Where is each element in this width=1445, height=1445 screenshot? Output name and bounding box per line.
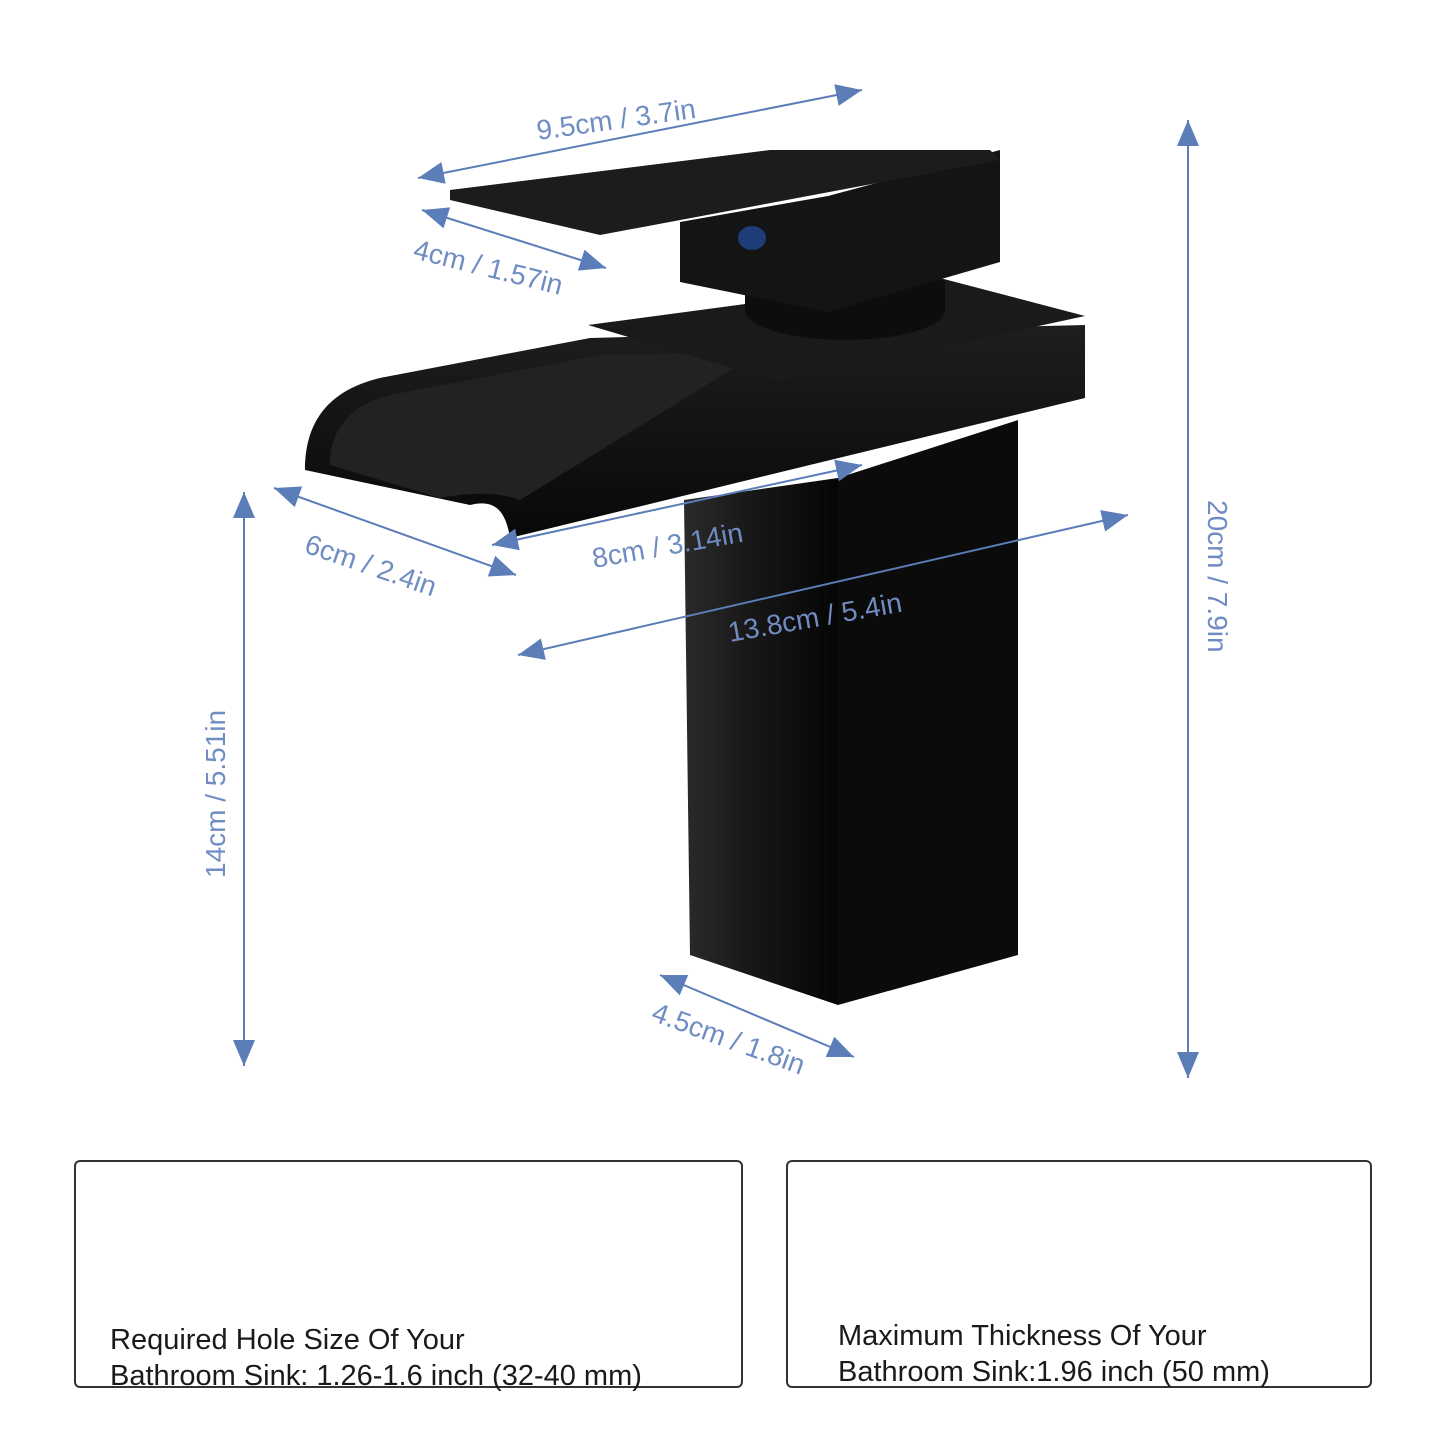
faucet-illustration [305, 150, 1085, 1005]
hole-size-box [74, 1160, 743, 1388]
handle-block [680, 150, 1000, 312]
dimension-lines [233, 84, 1199, 1078]
faucet-body-side [838, 420, 1018, 1005]
dim-label-base-width: 4.5cm / 1.8in [648, 997, 809, 1081]
handle-lever [450, 150, 1000, 235]
dim-arrow-spout-height [233, 492, 255, 1066]
dim-arrow-handle-length [417, 84, 863, 184]
faucet-body [684, 478, 838, 1005]
spout-channel [330, 352, 760, 500]
dim-label-spout-height: 14cm / 5.51in [200, 710, 231, 878]
dim-arrow-base-width [659, 974, 855, 1058]
sink-thickness-line1: Maximum Thickness Of Your [838, 1320, 1207, 1352]
sink-thickness-text: Maximum Thickness Of Your Bathroom Sink:… [838, 1318, 1270, 1390]
sink-thickness-line2: Bathroom Sink:1.96 inch (50 mm) [838, 1356, 1270, 1388]
temperature-indicator [738, 226, 766, 250]
dim-arrow-spout-length [491, 459, 863, 551]
hole-size-line1: Required Hole Size Of Your [110, 1324, 465, 1356]
sink-thickness-box [786, 1160, 1372, 1388]
dim-arrow-spout-width [273, 486, 517, 577]
dim-label-handle-width: 4cm / 1.57in [411, 234, 567, 301]
dim-arrow-handle-width [421, 207, 607, 271]
dim-arrow-total-depth [517, 510, 1129, 660]
dim-label-total-height: 20cm / 7.9in [1202, 500, 1233, 653]
hole-size-text: Required Hole Size Of Your Bathroom Sink… [110, 1322, 642, 1394]
hole-size-line2: Bathroom Sink: 1.26-1.6 inch (32-40 mm) [110, 1360, 642, 1392]
dim-arrow-total-height [1177, 120, 1199, 1078]
